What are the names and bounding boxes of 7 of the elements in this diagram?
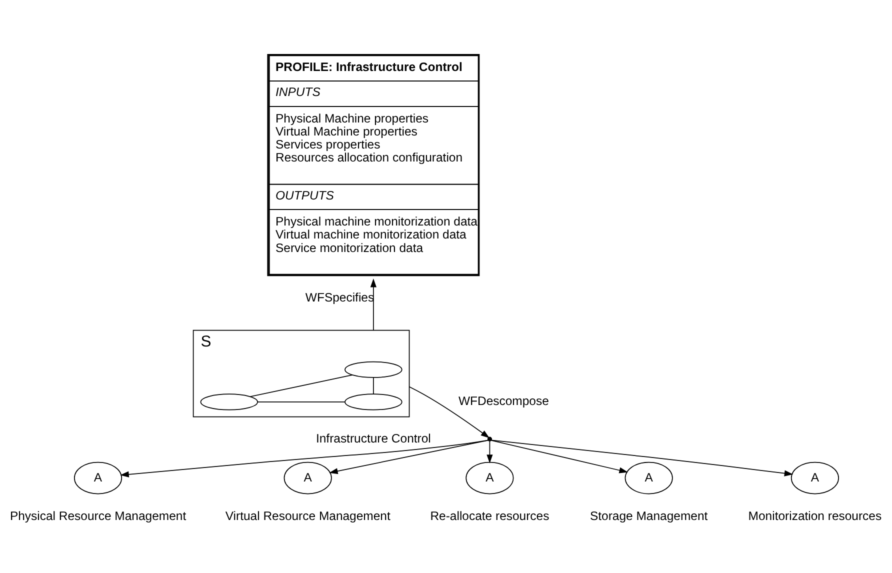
node-label: Infrastructure Control [316, 430, 431, 445]
edge-label: WFDescompose [458, 394, 549, 408]
node-label: Virtual Resource Management [225, 508, 390, 523]
node-label: Monitorization resources [748, 508, 882, 523]
node-label: Storage Management [590, 508, 708, 523]
node-label: Re-allocate resources [430, 508, 550, 523]
node-label: Physical Resource Management [10, 508, 186, 523]
